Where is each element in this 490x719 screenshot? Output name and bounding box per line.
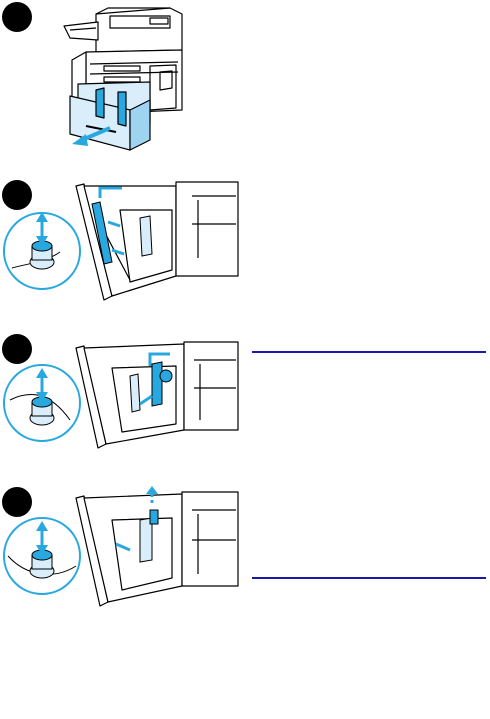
step-4-divider (252, 577, 486, 579)
